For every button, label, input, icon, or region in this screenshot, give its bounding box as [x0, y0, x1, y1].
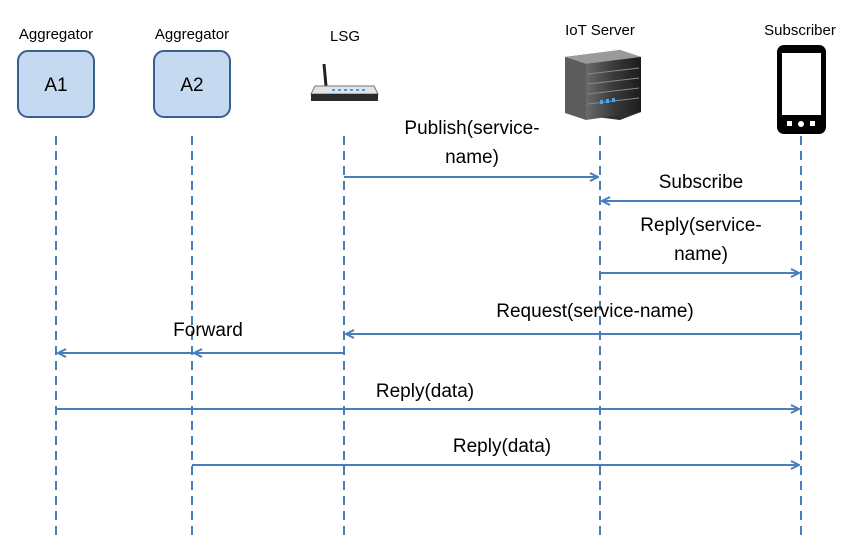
- message-label-reply-service-2: name): [674, 244, 728, 265]
- message-label-reply-data-2: Reply(data): [453, 436, 551, 457]
- aggregator-box-label-a2: A2: [180, 75, 203, 96]
- message-label-request: Request(service-name): [496, 301, 693, 322]
- message-label-forward: Forward: [173, 320, 243, 341]
- aggregator-box-a2: A2: [153, 50, 231, 118]
- actor-label-a2: Aggregator: [155, 26, 229, 43]
- aggregator-box-label-a1: A1: [44, 75, 67, 96]
- actor-label-iot-server: IoT Server: [565, 22, 635, 39]
- server-icon: [565, 50, 641, 120]
- message-label-publish-2: name): [445, 147, 499, 168]
- aggregator-box-a1: A1: [17, 50, 95, 118]
- smartphone-icon: [777, 45, 826, 134]
- message-label-reply-data-1: Reply(data): [376, 381, 474, 402]
- message-label-subscribe: Subscribe: [659, 172, 744, 193]
- actor-label-a1: Aggregator: [19, 26, 93, 43]
- actor-label-lsg: LSG: [330, 28, 360, 45]
- message-label-reply-service-1: Reply(service-: [640, 215, 761, 236]
- router-icon: [310, 63, 379, 101]
- message-label-publish-1: Publish(service-: [404, 118, 539, 139]
- actor-label-subscriber: Subscriber: [764, 22, 836, 39]
